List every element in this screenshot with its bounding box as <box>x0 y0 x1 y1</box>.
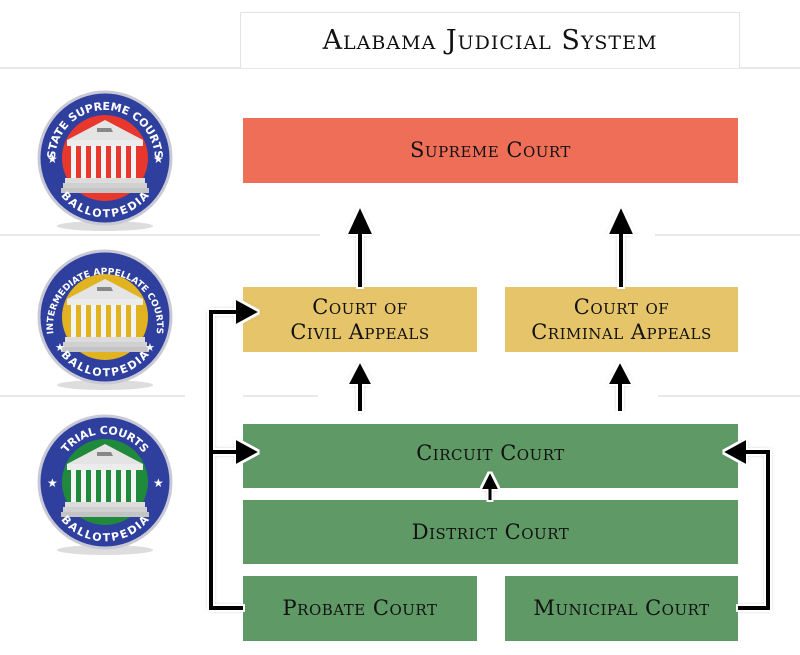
arrow-circuit-to-civil <box>349 363 371 411</box>
supreme-court-box: Supreme Court <box>243 118 738 183</box>
title-box: Alabama Judicial System <box>240 12 740 68</box>
criminal-appeals-box: Court of Criminal Appeals <box>505 287 738 352</box>
arrow-circuit-to-criminal <box>609 363 631 411</box>
star-icon: ★ <box>47 476 58 490</box>
civil-appeals-box: Court of Civil Appeals <box>243 287 477 352</box>
courthouse-icon <box>61 279 149 352</box>
star-icon: ★ <box>153 152 164 166</box>
municipal-court-label: Municipal Court <box>533 596 710 620</box>
criminal-appeals-line1: Court of <box>573 294 670 319</box>
separator-tier1-right <box>655 234 800 236</box>
district-court-box: District Court <box>243 500 738 564</box>
circuit-court-label: Circuit Court <box>416 440 565 465</box>
courthouse-icon <box>61 444 149 517</box>
courthouse-icon <box>61 120 149 193</box>
separator-tier2-right <box>658 395 800 397</box>
separator-tier1-left <box>0 234 320 236</box>
separator-tier2-mid <box>243 395 318 397</box>
separator-tier2-left <box>0 395 185 397</box>
diagram-title: Alabama Judicial System <box>322 25 658 56</box>
civil-appeals-line1: Court of <box>312 294 408 319</box>
circuit-court-box: Circuit Court <box>243 424 738 488</box>
civil-appeals-line2: Civil Appeals <box>290 319 430 344</box>
district-court-label: District Court <box>411 519 570 544</box>
separator-top <box>0 67 800 69</box>
probate-court-box: Probate Court <box>243 576 477 641</box>
badge-state-supreme-courts: STATE SUPREME COURTS BALLOTPEDIA ★ ★ <box>37 90 173 231</box>
arrow-criminal-to-supreme <box>609 208 633 287</box>
arrow-probate-to-circuit-and-civil <box>209 310 243 610</box>
arrow-municipal-to-circuit <box>738 450 770 610</box>
supreme-court-label: Supreme Court <box>410 138 571 162</box>
star-icon: ★ <box>145 341 155 354</box>
criminal-appeals-line2: Criminal Appeals <box>531 319 712 344</box>
star-icon: ★ <box>153 476 164 490</box>
star-icon: ★ <box>47 152 58 166</box>
badge-intermediate-appellate-courts: INTERMEDIATE APPELLATE COURTS BALLOTPEDI… <box>37 249 173 390</box>
municipal-court-box: Municipal Court <box>505 576 738 641</box>
arrow-civil-to-supreme <box>348 208 372 287</box>
star-icon: ★ <box>55 341 65 354</box>
badge-trial-courts: TRIAL COURTS BALLOTPEDIA ★ ★ <box>37 414 173 555</box>
probate-court-label: Probate Court <box>282 596 438 620</box>
